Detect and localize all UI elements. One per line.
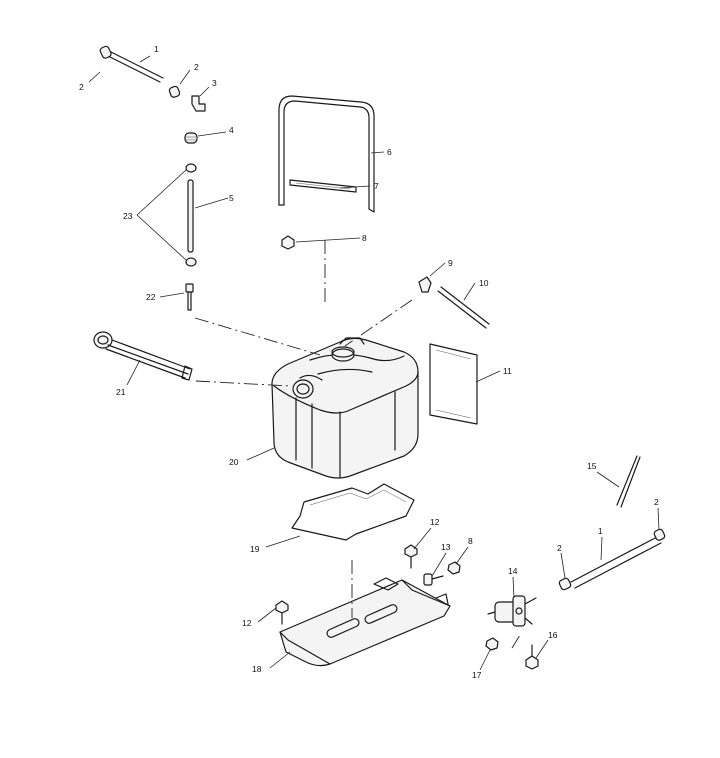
part-fitting-9	[418, 276, 432, 293]
part-rod-15	[616, 455, 641, 508]
callout-2-top-left: 2	[79, 82, 84, 92]
callout-10: 10	[479, 278, 489, 288]
part-elbow-fitting	[191, 95, 206, 112]
part-cap-lower-left	[558, 577, 572, 591]
callout-4: 4	[229, 125, 234, 135]
callout-1-lower: 1	[598, 526, 603, 536]
part-grommet-upper	[185, 163, 197, 173]
part-cap-top-right	[168, 85, 181, 98]
part-fitting-22	[185, 283, 194, 311]
part-bolt-12-upper	[404, 544, 418, 569]
leader-lines	[88, 55, 660, 671]
callout-7: 7	[374, 181, 379, 191]
callout-19: 19	[250, 544, 260, 554]
callout-18: 18	[252, 664, 262, 674]
part-fuel-tank	[271, 337, 419, 479]
callout-8-lower: 8	[468, 536, 473, 546]
callout-3: 3	[212, 78, 217, 88]
part-fuel-sender	[93, 331, 193, 381]
part-nut-17	[485, 637, 499, 651]
callout-9: 9	[448, 258, 453, 268]
part-bolt-12-lower	[275, 600, 289, 625]
part-rod-top	[107, 51, 164, 83]
callout-17: 17	[472, 670, 482, 680]
callout-15: 15	[587, 461, 597, 471]
part-hold-down-bracket	[278, 95, 375, 213]
part-fuel-pump	[487, 595, 537, 627]
callout-22: 22	[146, 292, 156, 302]
callout-16: 16	[548, 630, 558, 640]
callout-1-top: 1	[154, 44, 159, 54]
callout-12-upper: 12	[430, 517, 440, 527]
part-clamp	[184, 132, 198, 144]
part-strap-pad	[289, 179, 357, 193]
part-bolt-16	[525, 644, 539, 670]
part-cap-lower-right	[653, 528, 666, 541]
part-cap-top-left	[99, 45, 112, 59]
part-tank-pad	[429, 343, 478, 425]
callout-13: 13	[441, 542, 451, 552]
centerlines	[194, 240, 521, 649]
part-gasket	[291, 483, 415, 541]
callout-12-lower: 12	[242, 618, 252, 628]
callout-23: 23	[123, 211, 133, 221]
callout-2-lower-right: 2	[654, 497, 659, 507]
callout-20: 20	[229, 457, 239, 467]
callout-5: 5	[229, 193, 234, 203]
callout-numbers: 1 2 2 3 4 5 23 22 6 7 8 9 10 11 21 20 19…	[79, 44, 659, 680]
part-vent-tube	[187, 179, 194, 253]
callout-21: 21	[116, 387, 126, 397]
callout-14: 14	[508, 566, 518, 576]
part-skid-plate	[279, 577, 451, 667]
callout-2-lower-left: 2	[557, 543, 562, 553]
part-bolt-13	[423, 573, 444, 586]
part-grommet-lower	[185, 257, 197, 267]
callout-2-top-right: 2	[194, 62, 199, 72]
callout-11: 11	[503, 366, 512, 376]
part-rod-lower	[570, 536, 662, 589]
part-nut-lower	[447, 561, 461, 575]
part-small-tube	[437, 286, 490, 329]
part-nut-upper	[281, 235, 295, 250]
callout-6: 6	[387, 147, 392, 157]
callout-8-upper: 8	[362, 233, 367, 243]
